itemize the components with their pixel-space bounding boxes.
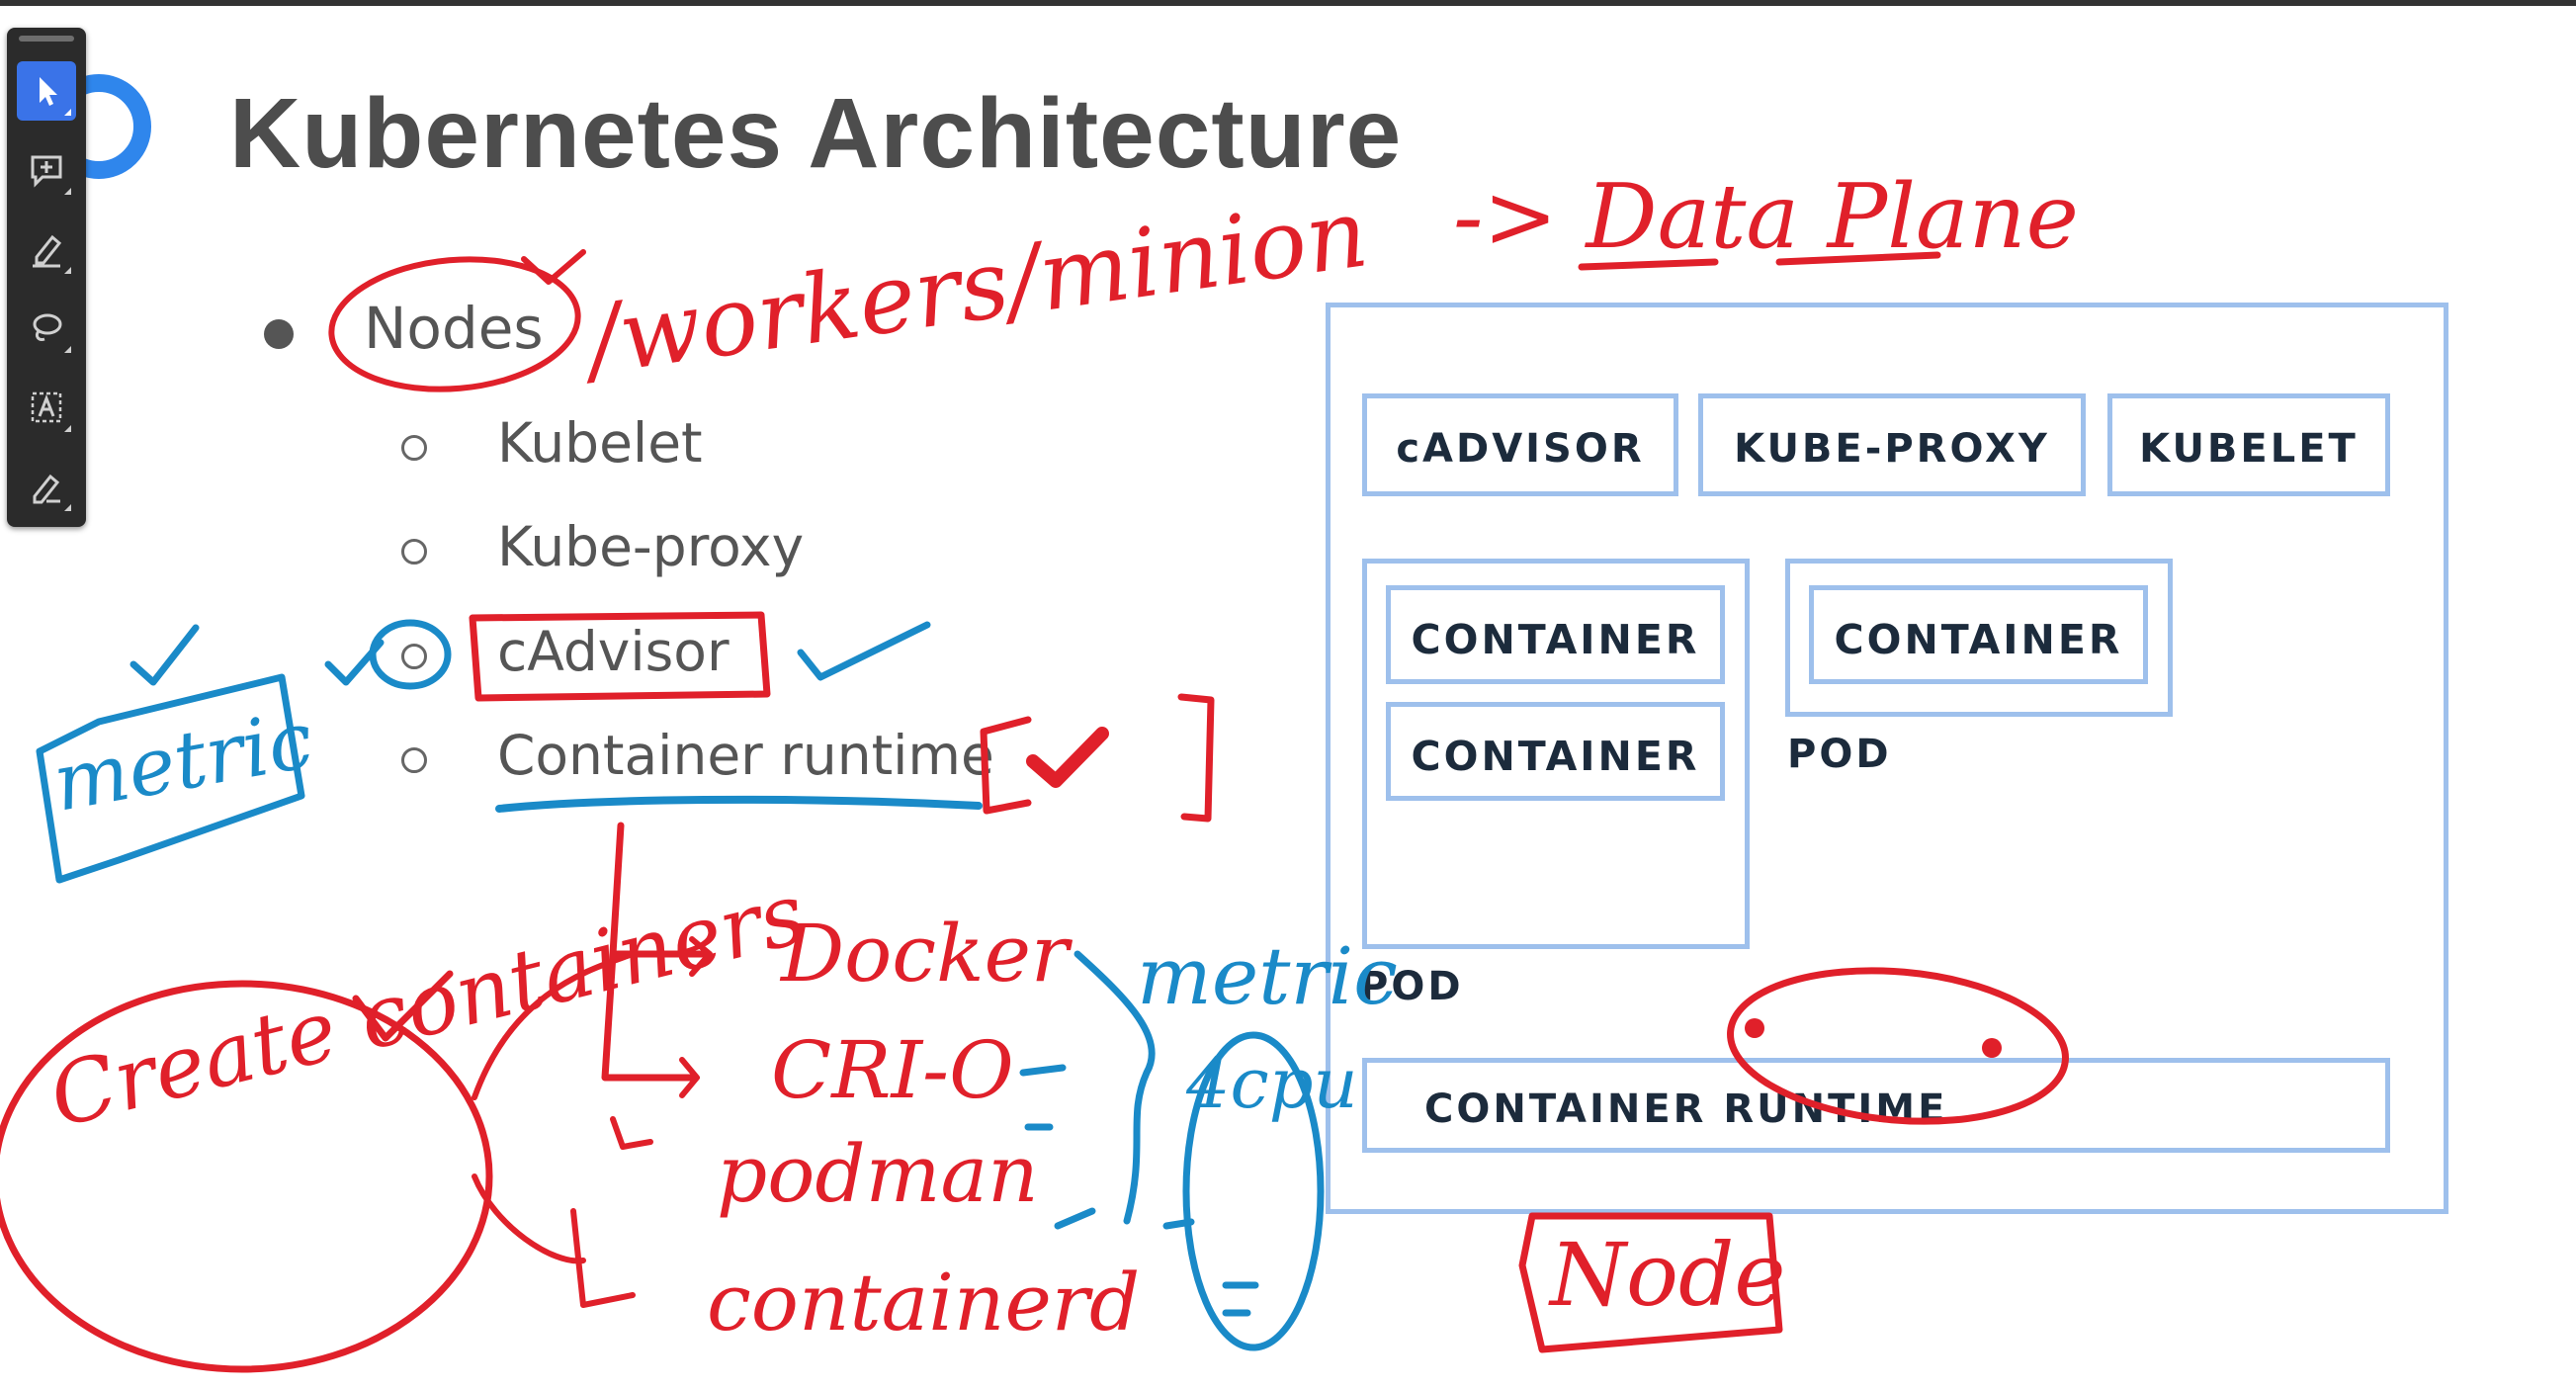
cadvisor-component-label: cADVISOR xyxy=(1396,426,1645,472)
sub-item-container-runtime: Container runtime xyxy=(497,724,994,787)
ink-metric-box-text: metric xyxy=(46,693,319,828)
bullet-nodes-label: Nodes xyxy=(364,295,544,362)
kubelet-component: KUBELET xyxy=(2107,393,2390,496)
ink-runtime-podman: podman xyxy=(717,1128,1039,1220)
ink-runtime-containerd: containerd xyxy=(707,1257,1140,1348)
node-diagram xyxy=(1326,303,2448,1214)
kube-proxy-component-label: KUBE-PROXY xyxy=(1734,426,2050,472)
ink-create-containers-text: Create containers xyxy=(41,864,815,1147)
lasso-tool-button[interactable] xyxy=(17,299,76,358)
container-label: CONTAINER xyxy=(1411,616,1700,663)
container-runtime-label: CONTAINER RUNTIME xyxy=(1424,1086,1948,1132)
highlighter-tool-button[interactable] xyxy=(17,219,76,279)
container-box: CONTAINER xyxy=(1386,702,1725,801)
eraser-pen-icon xyxy=(33,474,60,504)
ink-check-runtime xyxy=(1026,727,1109,788)
ink-check-cadvisor xyxy=(324,639,385,686)
slide-title: Kubernetes Architecture xyxy=(229,78,1403,189)
sub-bullet-dot xyxy=(401,539,427,565)
ink-runtime-crio: CRI-O xyxy=(771,1024,1014,1116)
pod-label: POD xyxy=(1359,964,1464,1009)
bullet-dot xyxy=(264,319,294,349)
ink-node-box xyxy=(1518,1212,1783,1353)
ink-dashes-metric xyxy=(1019,1064,1259,1317)
ink-loop-metric xyxy=(1182,1031,1325,1351)
annotation-toolbar xyxy=(7,28,86,527)
highlighter-pen-icon xyxy=(33,234,62,268)
select-arrow-icon xyxy=(40,77,57,106)
container-label: CONTAINER xyxy=(1411,733,1700,780)
container-runtime-box: CONTAINER RUNTIME xyxy=(1362,1058,2390,1153)
ink-circle-create-containers xyxy=(0,980,493,1373)
ink-connector-create xyxy=(472,951,636,1264)
cadvisor-component: cADVISOR xyxy=(1362,393,1678,496)
ink-check-metric xyxy=(129,624,200,686)
add-comment-tool-button[interactable] xyxy=(17,140,76,200)
ink-brace-metric xyxy=(1073,950,1156,1225)
ink-underline-runtime xyxy=(495,795,983,813)
ink-check-create xyxy=(352,970,454,1042)
lasso-icon xyxy=(33,313,62,341)
window-top-border xyxy=(0,0,2576,6)
logo-icon xyxy=(59,74,151,179)
ink-node-text: Node xyxy=(1548,1224,1785,1326)
ink-underline-data-plane xyxy=(1578,251,1941,271)
ink-metric-box xyxy=(36,673,305,884)
ink-check-cadvisor-right xyxy=(797,621,931,681)
ink-data-plane-text: -> Data Plane xyxy=(1453,165,2079,269)
container-box: CONTAINER xyxy=(1386,585,1725,684)
text-box-tool-button[interactable] xyxy=(17,378,76,437)
toolbar-drag-handle[interactable] xyxy=(19,36,74,42)
sub-item-kubelet: Kubelet xyxy=(497,411,703,475)
eraser-tool-button[interactable] xyxy=(17,457,76,516)
kube-proxy-component: KUBE-PROXY xyxy=(1698,393,2086,496)
pod-box xyxy=(1362,559,1750,949)
ink-tree-line xyxy=(601,822,711,1082)
sub-item-cadvisor: cAdvisor xyxy=(497,620,730,683)
ink-tree-arrow xyxy=(679,1057,700,1098)
ink-bracket-right xyxy=(1177,693,1215,823)
ink-runtime-docker: Docker xyxy=(779,908,1073,999)
ink-dash-metric xyxy=(1054,1207,1096,1230)
text-box-icon xyxy=(31,391,62,423)
kubelet-component-label: KUBELET xyxy=(2139,426,2359,472)
pod-label: POD xyxy=(1787,732,1892,777)
ink-check-nodes xyxy=(521,249,586,285)
select-tool-button[interactable] xyxy=(17,61,76,121)
sub-bullet-dot xyxy=(401,747,427,773)
sub-bullet-dot xyxy=(401,435,427,461)
ink-tree-arrow xyxy=(689,936,713,977)
sub-item-kube-proxy: Kube-proxy xyxy=(497,515,805,578)
ink-workers-text: /workers/minion xyxy=(573,177,1374,397)
ink-tree-arrow xyxy=(610,1116,653,1150)
ink-tree-arrow xyxy=(570,1208,636,1308)
add-comment-icon xyxy=(31,155,62,188)
sub-bullet-dot xyxy=(401,644,427,669)
pod-box xyxy=(1785,559,2173,717)
ink-create-text: Create containers xyxy=(41,864,815,1147)
container-box: CONTAINER xyxy=(1809,585,2148,684)
container-label: CONTAINER xyxy=(1834,616,2123,663)
